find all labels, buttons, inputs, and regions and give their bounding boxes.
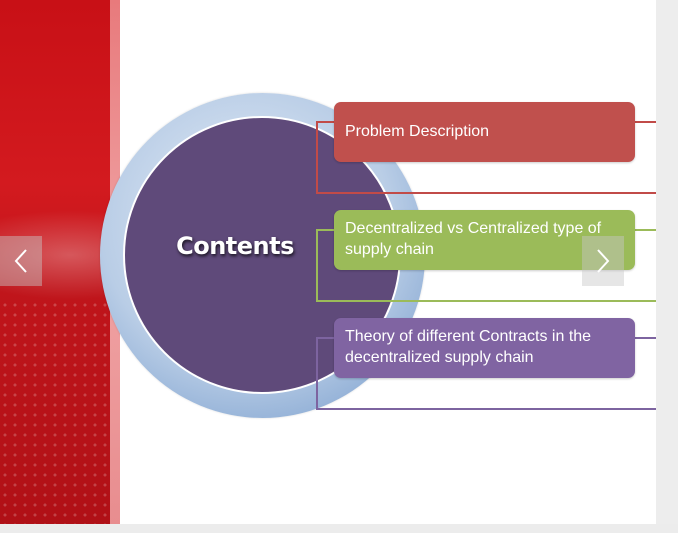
chevron-right-icon bbox=[597, 249, 610, 273]
contents-title: Contents bbox=[176, 232, 294, 260]
carousel-next-button[interactable] bbox=[582, 236, 624, 286]
item-decentralized-vs-centralized: Decentralized vs Centralized type of sup… bbox=[334, 210, 635, 270]
item-problem-description: Problem Description bbox=[334, 102, 635, 162]
chevron-left-icon bbox=[14, 249, 27, 273]
carousel-prev-button[interactable] bbox=[0, 236, 42, 286]
viewer-right-margin bbox=[656, 0, 678, 533]
slide: Contents Problem Description Decentraliz… bbox=[0, 0, 656, 524]
item-theory-of-contracts: Theory of different Contracts in the dec… bbox=[334, 318, 635, 378]
viewer-bottom-margin bbox=[0, 524, 678, 533]
band-dot-pattern bbox=[0, 300, 110, 524]
